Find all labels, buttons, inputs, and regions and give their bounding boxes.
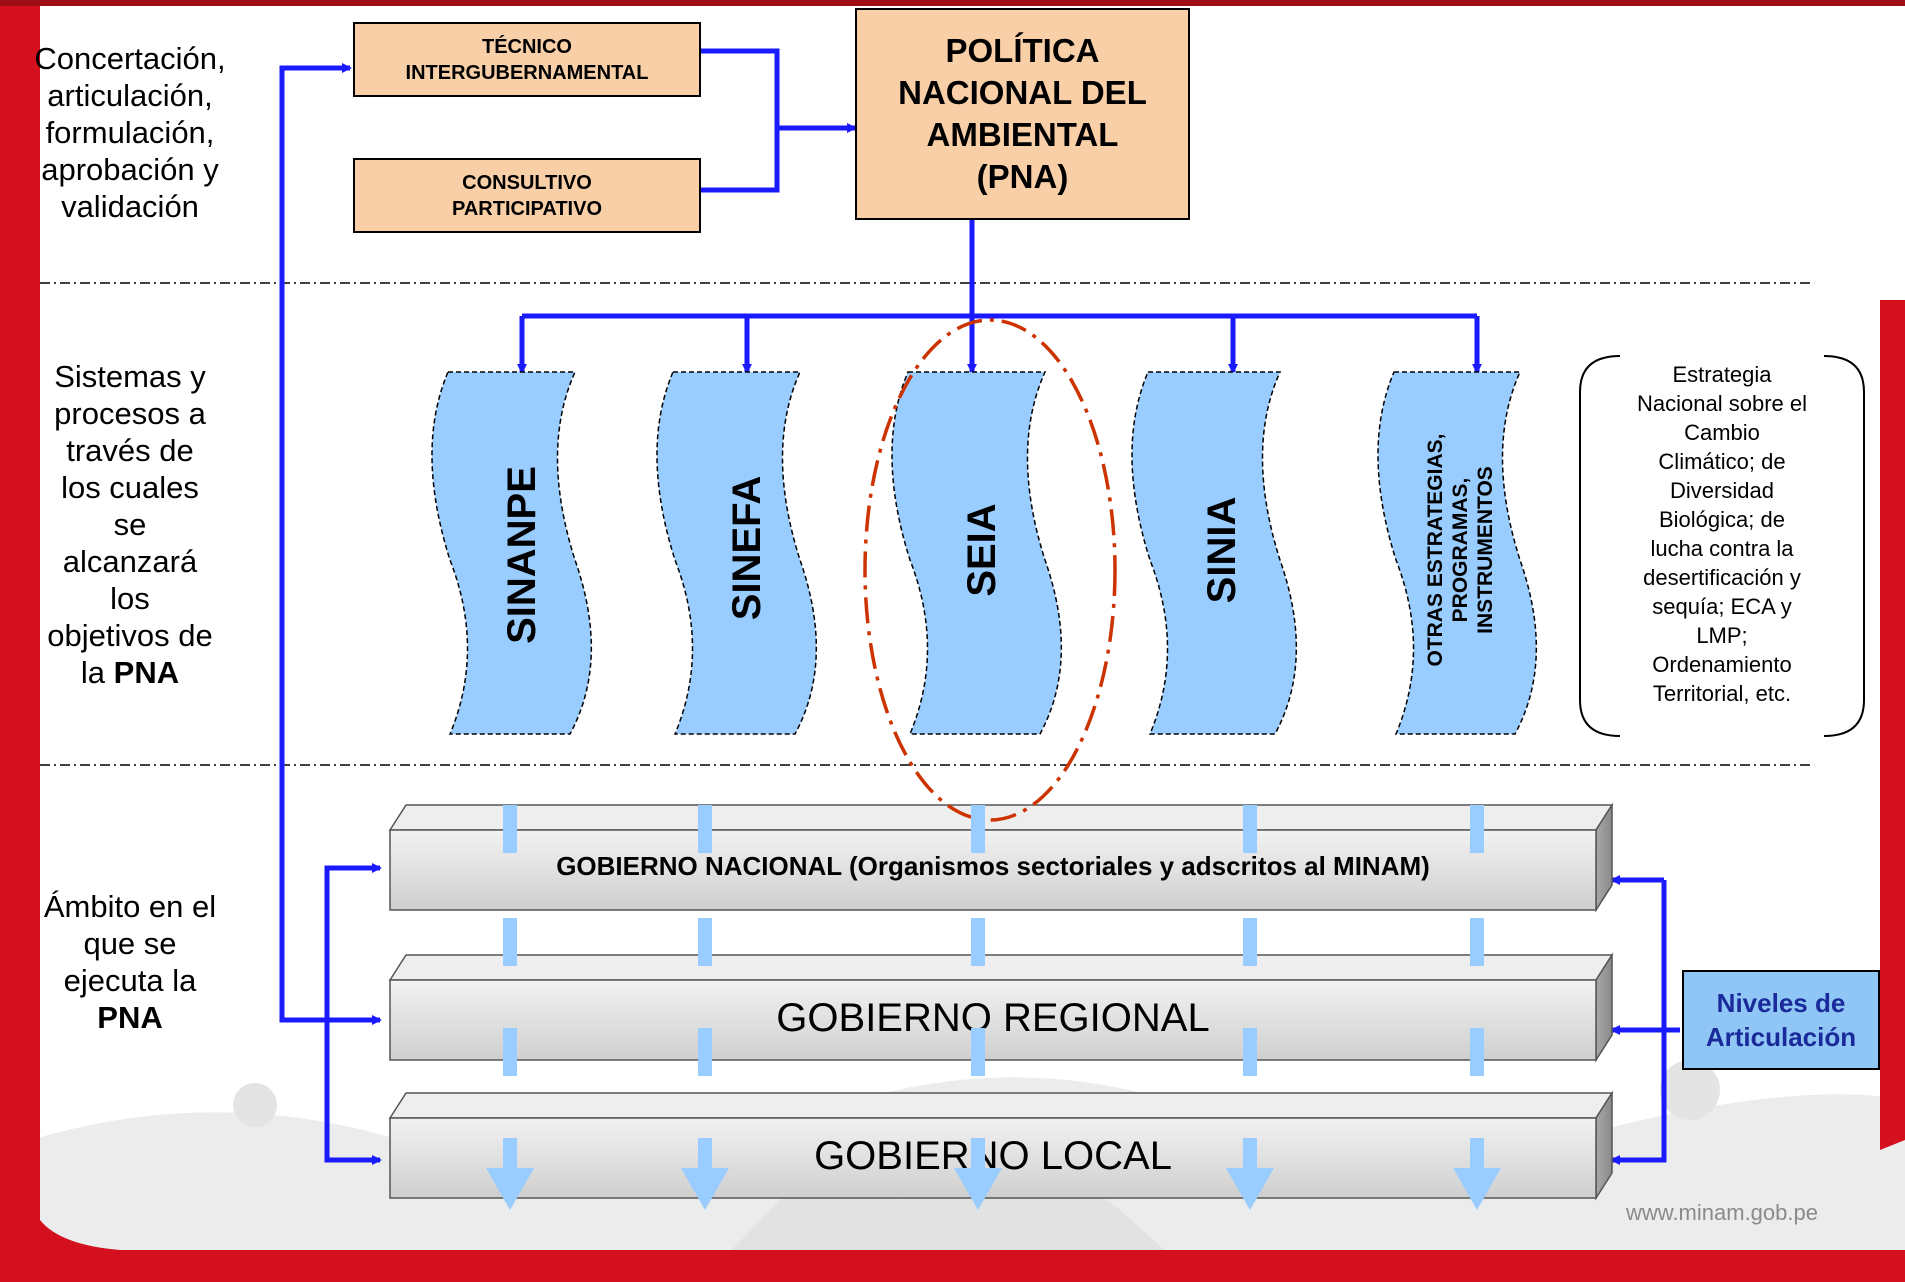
label-bold: PNA <box>97 1000 163 1035</box>
system-otras-line2: PROGRAMAS, <box>1449 478 1472 623</box>
label-line: la PNA <box>10 654 250 691</box>
niveles-text: Niveles de <box>1716 988 1846 1018</box>
label-line: los cuales <box>61 470 199 505</box>
strategy-note: Estrategia Nacional sobre el Cambio Clim… <box>1590 360 1854 708</box>
box-text: AMBIENTAL <box>926 116 1119 153</box>
label-concertacion: Concertación, articulación, formulación,… <box>10 40 250 225</box>
note-line: Nacional sobre el <box>1637 391 1807 416</box>
label-prefix: la <box>80 655 114 690</box>
label-line: formulación, <box>45 115 215 150</box>
box-text: PARTICIPATIVO <box>452 197 602 220</box>
niveles-text: Articulación <box>1705 1022 1857 1052</box>
flow-arrow-4 <box>1226 805 1274 1210</box>
label-line: PNA <box>10 999 250 1036</box>
label-line: alcanzará <box>62 544 198 579</box>
gov-slab-local <box>388 1090 1614 1201</box>
strategy-note-bracket <box>1579 355 1865 737</box>
box-text: CONSULTIVO <box>462 171 592 194</box>
label-line: objetivos de <box>47 618 213 653</box>
label-line: los <box>110 581 150 616</box>
note-line: lucha contra la <box>1650 536 1794 561</box>
note-line: Ordenamiento <box>1652 652 1792 677</box>
system-otras-line3: INSTRUMENTOS <box>1474 466 1497 634</box>
note-line: LMP; <box>1696 623 1748 648</box>
box-consultivo: CONSULTIVO PARTICIPATIVO <box>353 158 701 233</box>
note-line: sequía; ECA y <box>1652 594 1792 619</box>
system-sinia: SINIA <box>1200 497 1244 604</box>
niveles-articulacion-box: Niveles de Articulación <box>1682 970 1880 1070</box>
box-text: INTERGUBERNAMENTAL <box>405 61 649 84</box>
gov-nacional-label: GOBIERNO NACIONAL (Organismos sectoriale… <box>556 851 1430 881</box>
system-seia: SEIA <box>960 503 1004 596</box>
gov-regional-label: GOBIERNO REGIONAL <box>776 996 1210 1040</box>
system-sinefa: SINEFA <box>725 476 769 620</box>
note-line: Estrategia <box>1672 362 1772 387</box>
label-line: validación <box>61 189 199 224</box>
flow-arrow-3 <box>954 805 1002 1210</box>
box-text: POLÍTICA <box>945 32 1100 69</box>
label-line: aprobación y <box>41 152 219 187</box>
note-line: Diversidad <box>1670 478 1774 503</box>
seia-highlight-ellipse <box>863 318 1117 822</box>
gov-slab-regional <box>388 952 1614 1063</box>
box-politica: POLÍTICA NACIONAL DEL AMBIENTAL (PNA) <box>855 8 1190 220</box>
note-line: Climático; de <box>1658 449 1786 474</box>
top-connectors <box>517 48 1482 374</box>
note-line: Cambio <box>1684 420 1760 445</box>
box-tecnico: TÉCNICO INTERGUBERNAMENTAL <box>353 22 701 97</box>
system-banners <box>431 371 1537 735</box>
label-line: articulación, <box>47 78 213 113</box>
box-text: (PNA) <box>976 158 1069 195</box>
flow-arrow-2 <box>681 805 729 1210</box>
gov-slab-nacional <box>388 802 1614 913</box>
note-line: Territorial, etc. <box>1652 681 1792 706</box>
box-text: TÉCNICO <box>481 35 572 58</box>
label-line: ejecuta la <box>63 963 197 998</box>
label-line: procesos a <box>54 396 206 431</box>
label-sistemas: Sistemas y procesos a través de los cual… <box>10 358 250 691</box>
label-line: Ámbito en el <box>43 889 217 924</box>
note-line: desertificación y <box>1643 565 1801 590</box>
system-sinanpe: SINANPE <box>500 466 544 644</box>
left-connectors <box>279 63 382 1165</box>
right-connectors <box>1610 875 1680 1165</box>
flow-arrow-1 <box>486 805 534 1210</box>
note-line: Biológica; de <box>1659 507 1785 532</box>
label-line: se <box>113 507 147 542</box>
label-line: que se <box>83 926 177 961</box>
footer-url: www.minam.gob.pe <box>1626 1200 1818 1225</box>
label-line: Sistemas y <box>54 359 206 394</box>
label-line: Concertación, <box>34 41 226 76</box>
box-text: NACIONAL DEL <box>898 74 1147 111</box>
label-line: través de <box>66 433 194 468</box>
label-ambito: Ámbito en el que se ejecuta la PNA <box>10 888 250 1036</box>
system-otras-line1: OTRAS ESTRATEGIAS, <box>1424 434 1447 667</box>
label-bold: PNA <box>113 655 180 690</box>
flow-arrow-5 <box>1453 805 1501 1210</box>
